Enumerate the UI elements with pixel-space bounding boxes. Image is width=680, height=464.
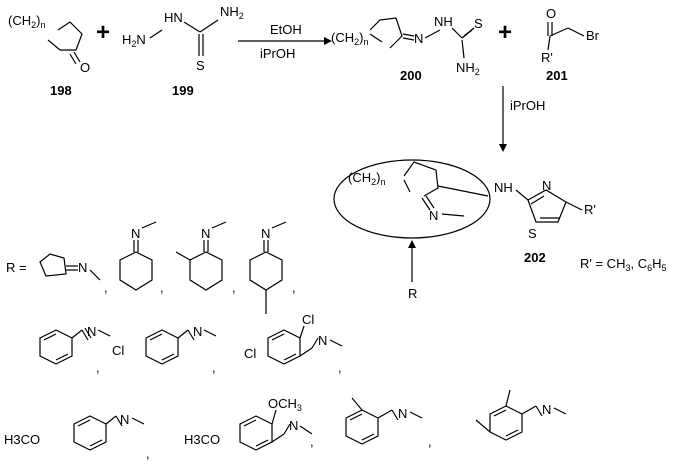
h3co-label: H3CO bbox=[4, 432, 40, 447]
separator-comma: , bbox=[96, 360, 100, 375]
compound-199: H2N HN NH2 S 199 bbox=[122, 4, 244, 98]
compound-number-198: 198 bbox=[50, 83, 72, 98]
separator-comma: , bbox=[146, 446, 150, 461]
nh-group: NH bbox=[494, 180, 513, 195]
n-atom: N bbox=[542, 402, 551, 417]
hn-group: HN bbox=[164, 10, 183, 25]
separator-comma: , bbox=[232, 280, 236, 295]
imine-n: N bbox=[429, 208, 438, 223]
n-atom: N bbox=[201, 226, 210, 241]
separator-comma: , bbox=[338, 360, 342, 375]
ring-ch2n-label: (CH2)n bbox=[8, 13, 45, 30]
separator-comma: , bbox=[104, 280, 108, 295]
h2n-group: H2N bbox=[122, 32, 146, 49]
r-group-highlight-ellipse bbox=[333, 159, 491, 239]
r-pointer: R bbox=[408, 240, 417, 301]
oxygen-atom: O bbox=[80, 60, 90, 75]
h3co-label: H3CO bbox=[184, 432, 220, 447]
n-atom: N bbox=[318, 333, 327, 348]
nh2-group: NH2 bbox=[220, 4, 244, 21]
r-prime-label: R' bbox=[584, 202, 596, 217]
n-atom: N bbox=[120, 412, 129, 427]
nh2-group: NH2 bbox=[456, 60, 480, 77]
bromine-atom: Br bbox=[586, 28, 600, 43]
n-atom: N bbox=[87, 324, 96, 339]
sulfur-atom: S bbox=[196, 58, 205, 73]
compound-201: O Br R' 201 bbox=[541, 6, 600, 83]
compound-198: (CH2)n O 198 bbox=[8, 13, 90, 98]
condition-iproh-2: iPrOH bbox=[510, 98, 545, 113]
r-equals: R = bbox=[6, 260, 27, 275]
sulfur-atom: S bbox=[474, 16, 483, 31]
r-prime-definition: R' = CH3, C6H5 bbox=[580, 256, 667, 273]
ring-ch2n-label: (CH2)n bbox=[348, 170, 385, 187]
condition-iproh-1: iPrOH bbox=[260, 46, 295, 61]
r-prime-label: R' bbox=[541, 50, 553, 65]
separator-comma: , bbox=[428, 434, 432, 449]
r-groups-row-2: N , Cl N , Cl Cl N , bbox=[39, 312, 343, 375]
r-groups-row-1: R = N , N , N , N , bbox=[6, 221, 296, 314]
oxygen-atom: O bbox=[546, 6, 556, 21]
chlorine-atom: Cl bbox=[244, 346, 256, 361]
chlorine-atom: Cl bbox=[112, 343, 124, 358]
r-pointer-label: R bbox=[408, 286, 417, 301]
thiazole-n: N bbox=[542, 178, 551, 193]
plus-sign: + bbox=[96, 19, 110, 46]
och3-label: OCH3 bbox=[268, 396, 302, 413]
plus-sign: + bbox=[498, 19, 512, 46]
n-atom: N bbox=[131, 226, 140, 241]
r-groups-row-3: H3CO N , H3CO OCH3 N , N , bbox=[4, 389, 567, 461]
compound-number-200: 200 bbox=[400, 68, 422, 83]
reaction-arrow-1: EtOH iPrOH bbox=[238, 22, 332, 61]
n-atom: N bbox=[398, 406, 407, 421]
compound-200: (CH2)n N NH S NH2 200 bbox=[331, 14, 483, 83]
n-atom: N bbox=[289, 418, 298, 433]
compound-number-202: 202 bbox=[524, 250, 546, 265]
separator-comma: , bbox=[292, 280, 296, 295]
condition-etoh: EtOH bbox=[270, 22, 302, 37]
separator-comma: , bbox=[160, 280, 164, 295]
separator-comma: , bbox=[212, 360, 216, 375]
chlorine-atom: Cl bbox=[302, 312, 314, 327]
compound-number-201: 201 bbox=[546, 68, 568, 83]
n-atom: N bbox=[193, 324, 202, 339]
compound-number-199: 199 bbox=[172, 83, 194, 98]
n-atom: N bbox=[261, 226, 270, 241]
compound-202: (CH2)n N NH N S R' 202 R' = CH3, C6H5 bbox=[333, 159, 667, 273]
ring-ch2n-label: (CH2)n bbox=[331, 30, 368, 47]
imine-n: N bbox=[414, 31, 423, 46]
nh-group: NH bbox=[434, 14, 453, 29]
n-atom: N bbox=[78, 260, 87, 275]
thiazole-s: S bbox=[528, 226, 537, 241]
separator-comma: , bbox=[310, 434, 314, 449]
reaction-arrow-2: iPrOH bbox=[499, 86, 545, 152]
